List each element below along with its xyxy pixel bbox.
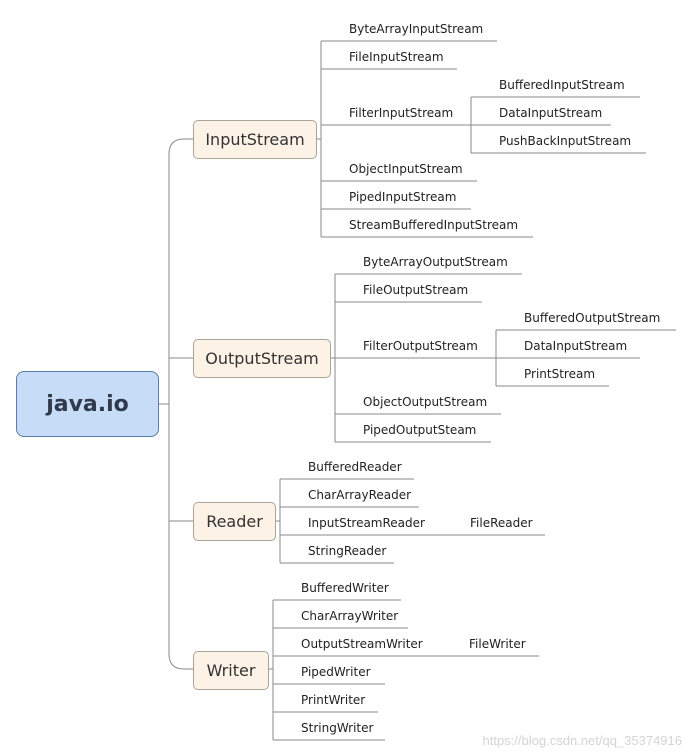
node-outputstream[interactable]: OutputStream [193,339,331,378]
leaf-printstream[interactable]: PrintStream [524,367,596,381]
leaf-fileoutputstream[interactable]: FileOutputStream [363,283,469,297]
leaf-inputstreamreader[interactable]: InputStreamReader [308,516,425,530]
root-node[interactable]: java.io [16,371,159,437]
leaf-datainputstream[interactable]: DataInputStream [499,106,603,120]
node-reader-label: Reader [206,512,263,531]
leaf-bufferedinputstream[interactable]: BufferedInputStream [499,78,625,92]
leaf-filteroutputstream[interactable]: FilterOutputStream [363,339,478,353]
leaf-printwriter[interactable]: PrintWriter [301,693,366,707]
leaf-pipedinputstream[interactable]: PipedInputStream [349,190,457,204]
root-spine [168,138,185,670]
leaf-bufferedoutputstream[interactable]: BufferedOutputStream [524,311,661,325]
leaf-bufferedreader[interactable]: BufferedReader [308,460,402,474]
leaf-pipedoutputsteam[interactable]: PipedOutputSteam [363,423,477,437]
leaf-outputstreamwriter[interactable]: OutputStreamWriter [301,637,423,651]
leaf-objectoutputstream[interactable]: ObjectOutputStream [363,395,488,409]
node-reader[interactable]: Reader [193,502,276,541]
leaf-bufferedwriter[interactable]: BufferedWriter [301,581,389,595]
root-label: java.io [46,391,129,417]
leaf-fileinputstream[interactable]: FileInputStream [349,50,444,64]
watermark-text: https://blog.csdn.net/qq_35374916 [482,733,683,748]
leaf-bytearrayoutputstream[interactable]: ByteArrayOutputStream [363,255,508,269]
leaf-filereader[interactable]: FileReader [470,516,533,530]
leaf-filewriter[interactable]: FileWriter [469,637,526,651]
leaf-objectinputstream[interactable]: ObjectInputStream [349,162,463,176]
leaf-stringwriter[interactable]: StringWriter [301,721,374,735]
leaf-streambufferedinputstream[interactable]: StreamBufferedInputStream [349,218,519,232]
node-inputstream-label: InputStream [205,130,305,149]
leaf-chararraywriter[interactable]: CharArrayWriter [301,609,399,623]
node-writer[interactable]: Writer [193,651,269,690]
leaf-stringreader[interactable]: StringReader [308,544,387,558]
leaf-bytearrayinputstream[interactable]: ByteArrayInputStream [349,22,484,36]
node-inputstream[interactable]: InputStream [193,120,317,159]
node-outputstream-label: OutputStream [205,349,319,368]
node-writer-label: Writer [206,661,256,680]
leaf-filterinputstream[interactable]: FilterInputStream [349,106,454,120]
leaf-pipedwriter[interactable]: PipedWriter [301,665,371,679]
leaf-pushbackinputstream[interactable]: PushBackInputStream [499,134,632,148]
leaf-chararrayreader[interactable]: CharArrayReader [308,488,412,502]
leaf-datainputstream-output[interactable]: DataInputStream [524,339,628,353]
